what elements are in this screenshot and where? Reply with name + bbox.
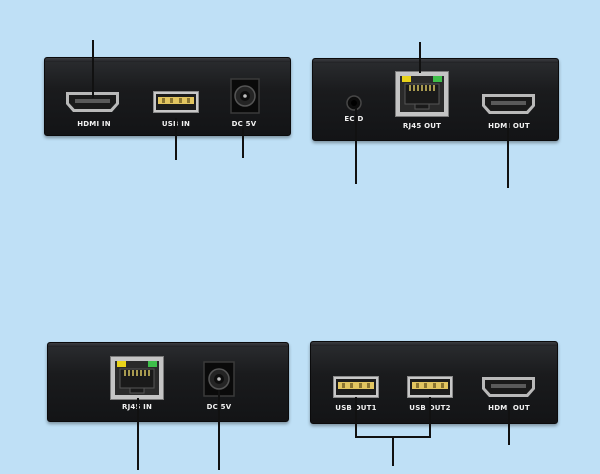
callout-line-dc-5v (218, 390, 220, 470)
rj45-in-rear-panel: RJ45 IN DC 5V (47, 342, 289, 422)
dc-5v-jack-icon (230, 78, 260, 114)
callout-line-usb-in (175, 118, 177, 160)
ecid-label: ECID (344, 115, 364, 123)
ecid-sensor-icon (346, 95, 362, 111)
rj45-out-label: RJ45 OUT (402, 122, 442, 130)
rj45-out-port-icon (395, 71, 449, 117)
dc-5v-jack-icon (203, 361, 235, 397)
hdmi-out-port-icon (482, 377, 535, 397)
transmitter-rear-panel: HDMI IN USB IN DC 5V (44, 57, 291, 136)
callout-line-dc-5v (242, 128, 244, 158)
dc-5v-label: DC 5V (231, 120, 257, 128)
callout-line-hdmi-in (92, 40, 94, 98)
callout-line-hdmi-out (507, 122, 509, 188)
rj45-in-label: RJ45 IN (121, 403, 153, 411)
usb-out1-port-icon (333, 376, 379, 398)
callout-line-usb-stem (392, 436, 394, 466)
callout-line-hdmi-out (508, 405, 510, 445)
callout-line-rj45-out (419, 42, 421, 73)
rj45-in-port-icon (110, 356, 164, 400)
hdmi-out-label: HDMI OUT (488, 122, 530, 130)
callout-line-ecid (355, 108, 357, 184)
hdmi-in-port-icon (66, 92, 119, 112)
callout-line-usb-out1 (355, 397, 357, 437)
hdmi-out-port-icon (482, 94, 535, 114)
usb-out-rear-panel: USB OUT1 USB OUT2 HDMI OUT (310, 341, 558, 424)
hdmi-in-label: HDMI IN (77, 120, 111, 128)
callout-line-usb-out2 (429, 397, 431, 437)
callout-line-rj45-in (137, 398, 139, 470)
usb-in-port-icon (153, 91, 199, 113)
receiver-rear-panel: ECID RJ45 OUT HDMI OUT (312, 58, 559, 141)
usb-out2-port-icon (407, 376, 453, 398)
